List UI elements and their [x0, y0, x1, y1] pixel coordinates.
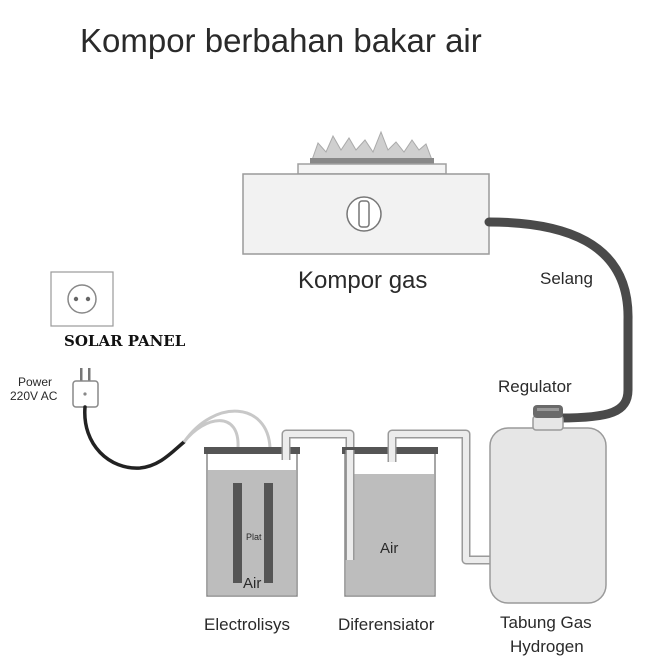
- electrode-plate-right: [264, 483, 273, 583]
- power-label-line2: 220V AC: [10, 389, 58, 403]
- electrolysis-lid: [204, 447, 300, 454]
- differentiator-water: [346, 474, 434, 595]
- flame-icon: [311, 130, 433, 161]
- tank-label-line2: Hydrogen: [510, 637, 584, 656]
- regulator-valve-icon: [533, 405, 563, 418]
- stove-burner-base: [297, 163, 447, 175]
- electrolysis-water-label: Air: [243, 575, 261, 592]
- stove-label: Kompor gas: [298, 267, 427, 294]
- power-label-line1: Power: [18, 375, 52, 389]
- hydrogen-tank: [489, 427, 607, 604]
- wall-socket-icon: [50, 271, 114, 327]
- stove-burner: [310, 158, 434, 164]
- tank-neck: [532, 415, 564, 431]
- differentiator-water-label: Air: [380, 540, 398, 557]
- diagram-title: Kompor berbahan bakar air: [80, 22, 482, 59]
- hose-label: Selang: [540, 269, 593, 288]
- differentiator-label: Diferensiator: [338, 615, 435, 634]
- solar-panel-label: SOLAR PANEL: [64, 332, 186, 350]
- power-plug-icon: [72, 368, 99, 408]
- electrode-wire-b: [182, 409, 272, 449]
- electrode-wire-a: [182, 419, 240, 449]
- tank-label-line1: Tabung Gas: [500, 613, 592, 632]
- regulator-label: Regulator: [498, 377, 572, 396]
- stove-knob-icon: [346, 196, 382, 232]
- power-cable: [83, 405, 186, 470]
- plate-label: Plat: [246, 532, 262, 542]
- electrolysis-water: [208, 470, 296, 595]
- electrolysis-label: Electrolisys: [204, 615, 290, 634]
- gas-hose: [484, 217, 633, 423]
- electrode-plate-left: [233, 483, 242, 583]
